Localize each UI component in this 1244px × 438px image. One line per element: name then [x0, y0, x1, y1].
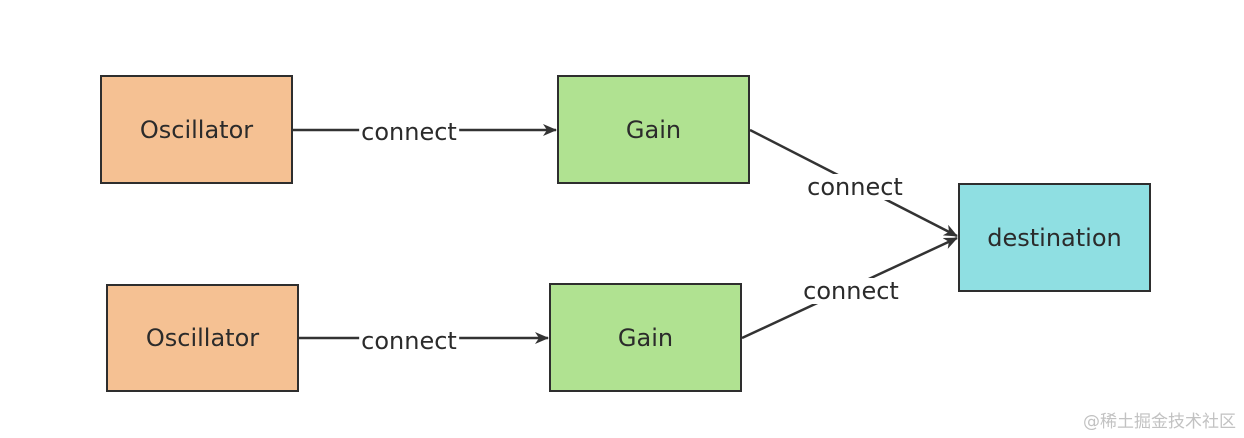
edge-label-oscillator-top-to-gain-top: connect: [359, 118, 459, 146]
gain-node-top-label: Gain: [625, 115, 682, 144]
gain-node-bottom-label: Gain: [617, 323, 674, 352]
gain-node-top: Gain: [557, 75, 750, 184]
oscillator-node-top-label: Oscillator: [139, 115, 254, 144]
edge-label-gain-top-to-destination: connect: [805, 173, 905, 201]
oscillator-node-top: Oscillator: [100, 75, 293, 184]
watermark: @稀土掘金技术社区: [1083, 412, 1236, 432]
oscillator-node-bottom-label: Oscillator: [145, 324, 260, 352]
edge-label-oscillator-bottom-to-gain-bottom: connect: [359, 327, 459, 355]
oscillator-node-bottom: Oscillator: [106, 284, 299, 392]
edge-label-gain-bottom-to-destination: connect: [801, 277, 901, 305]
destination-node: destination: [958, 183, 1151, 292]
destination-node-label: destination: [987, 223, 1122, 252]
gain-node-bottom: Gain: [549, 283, 742, 392]
